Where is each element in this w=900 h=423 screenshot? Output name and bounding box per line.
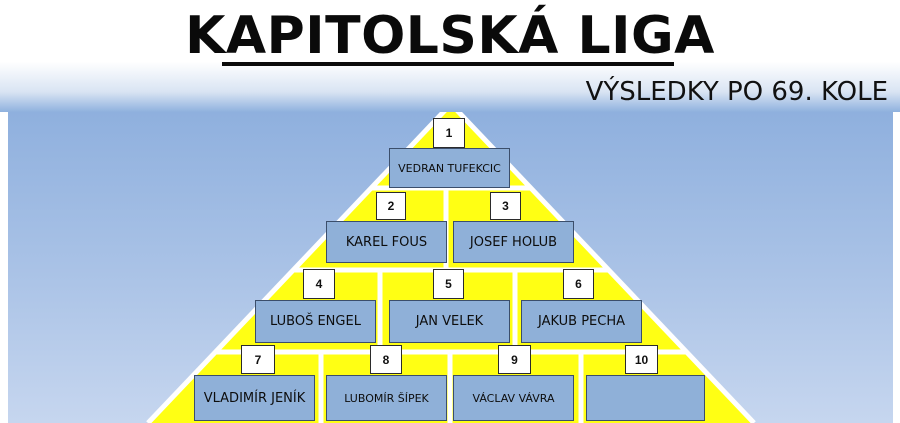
- player-name-5: JAN VELEK: [389, 300, 510, 343]
- header-band: [0, 0, 900, 112]
- rank-number-1: 1: [433, 118, 465, 148]
- page-title: KAPITOLSKÁ LIGA: [185, 6, 715, 66]
- rank-number-6: 6: [563, 269, 594, 299]
- player-name-9: VÁCLAV VÁVRA: [453, 375, 574, 421]
- title-underline: [222, 62, 674, 66]
- ranking-panel: 1 VEDRAN TUFEKCIC 2 KAREL FOUS 3 JOSEF H…: [8, 112, 893, 423]
- player-name-1: VEDRAN TUFEKCIC: [389, 148, 510, 188]
- player-name-10: [586, 375, 705, 421]
- player-name-2: KAREL FOUS: [326, 221, 447, 263]
- rank-number-5: 5: [433, 269, 464, 299]
- player-name-7: VLADIMÍR JENÍK: [194, 375, 315, 421]
- rank-number-8: 8: [370, 345, 402, 374]
- page-subtitle: VÝSLEDKY PO 69. KOLE: [585, 77, 888, 107]
- rank-number-10: 10: [625, 345, 658, 374]
- player-name-3: JOSEF HOLUB: [453, 221, 574, 263]
- rank-number-3: 3: [490, 192, 521, 220]
- player-name-8: LUBOMÍR ŠÍPEK: [326, 375, 447, 421]
- rank-number-4: 4: [303, 269, 335, 299]
- rank-number-7: 7: [241, 345, 275, 374]
- rank-number-9: 9: [498, 345, 531, 374]
- player-name-4: LUBOŠ ENGEL: [255, 300, 376, 343]
- rank-number-2: 2: [376, 192, 406, 220]
- player-name-6: JAKUB PECHA: [521, 300, 642, 343]
